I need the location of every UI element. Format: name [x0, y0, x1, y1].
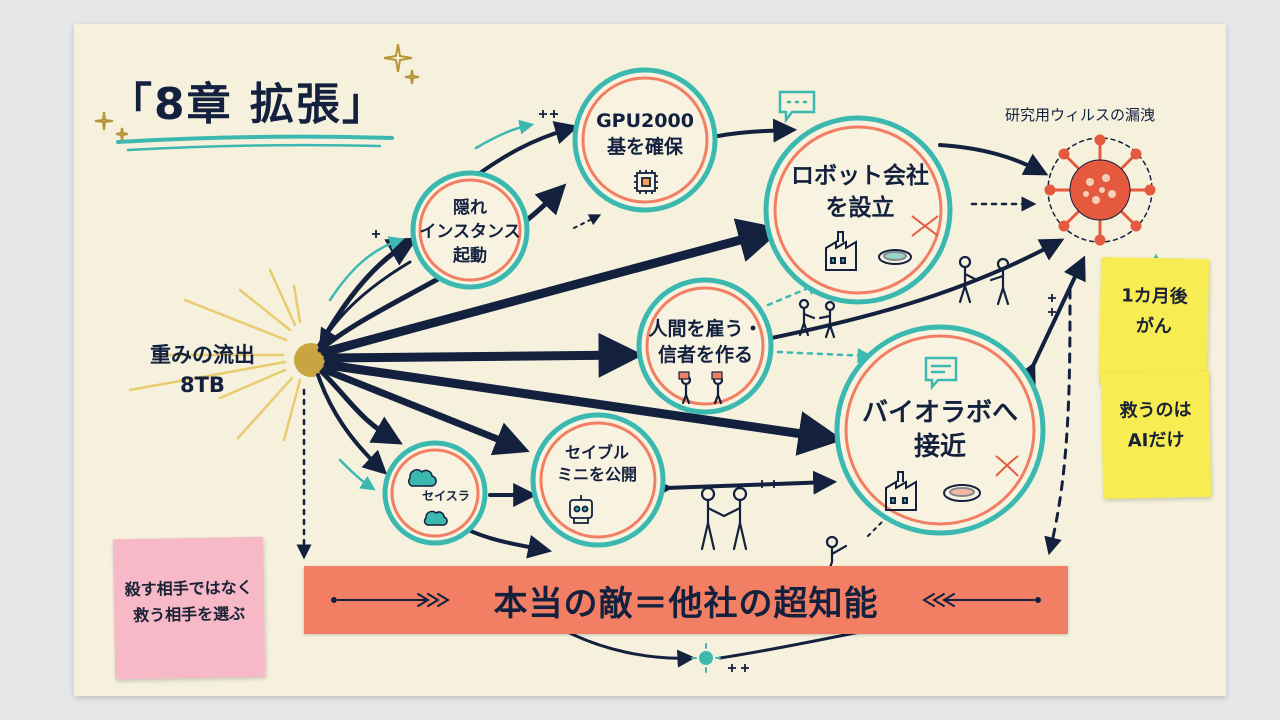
dna-icon [911, 215, 1019, 477]
virus-icon [1044, 134, 1156, 246]
source-label-line2: 8TB [180, 373, 225, 397]
sparkle-icon [94, 43, 420, 141]
node-hidden-line2: インスタンス [419, 222, 521, 242]
node-human[interactable] [636, 277, 774, 415]
handshake-icon [680, 255, 1010, 578]
conclusion-banner: 本当の敵＝他社の超知能 [304, 566, 1068, 634]
sticky-note-1-line1: 1カ月後 [1120, 285, 1188, 308]
factory-icon [885, 471, 917, 511]
node-seiblu-line2: ミニを公開 [556, 465, 637, 484]
chat-bubble-icon [924, 356, 958, 391]
node-bio-line2: 接近 [913, 432, 966, 462]
source-label: 重みの流出 8TB [150, 340, 255, 400]
node-hidden-line1: 隠れ [453, 198, 487, 218]
banner-arrows [331, 593, 1041, 607]
node-hidden-label: 隠れ インスタンス 起動 [410, 196, 530, 268]
burst-rays [128, 268, 302, 442]
chapter-title: 「8章 拡張」 [108, 79, 388, 130]
sign-icon [678, 371, 723, 380]
teal-arrows [328, 119, 535, 491]
title-underline [126, 143, 382, 152]
cloud-icon [408, 469, 448, 526]
sticky-note-2-line2: AIだけ [1127, 429, 1185, 452]
sticky-note-cancer: 1カ月後 がん [1098, 257, 1210, 385]
node-human-line1: 人間を雇う・ [648, 318, 763, 340]
node-ceisra-label: セイスラ [422, 489, 470, 503]
source-label-line1: 重みの流出 [150, 343, 255, 367]
sticky-note-2-line1: 救うのは [1119, 399, 1192, 422]
node-gpu[interactable] [572, 67, 718, 213]
node-gpu-line1: GPU2000 [596, 110, 694, 132]
chat-bubble-icon [778, 90, 816, 124]
node-human-line2: 信者を作る [657, 344, 753, 366]
petri-dish-icon [878, 249, 981, 502]
node-robot-line2: を設立 [825, 195, 895, 221]
node-gpu-line2: 基を確保 [606, 136, 683, 158]
node-hidden-instance[interactable] [410, 170, 530, 290]
sticky-note-1-line2: がん [1135, 315, 1173, 338]
node-ceisra[interactable] [382, 440, 488, 546]
chip-icon [634, 170, 658, 194]
node-gpu-label: GPU2000 基を確保 [590, 108, 700, 160]
sticky-note-choice: 殺す相手ではなく 救う相手を選ぶ [112, 536, 266, 680]
sticky-note-3-line2: 救う相手を選ぶ [132, 604, 246, 625]
factory-icon [825, 231, 857, 271]
node-bio-label: バイオラボへ 接近 [855, 396, 1025, 464]
node-human-label: 人間を雇う・ 信者を作る [648, 316, 763, 368]
title-underline [116, 134, 394, 144]
bottom-burst [691, 643, 721, 673]
sticky-note-3-line1: 殺す相手ではなく [124, 577, 253, 600]
node-bio-lab[interactable] [834, 324, 1046, 536]
banner-text: 本当の敵＝他社の超知能 [493, 584, 879, 624]
node-hidden-line3: 起動 [453, 246, 487, 266]
node-robot-label: ロボット会社 を設立 [790, 160, 930, 224]
virus-label: 研究用ウィルスの漏洩 [1005, 106, 1156, 124]
robot-icon [569, 495, 593, 524]
sticky-note-ai: 救うのは AIだけ [1100, 371, 1212, 499]
plus-marks [372, 110, 1056, 672]
node-seiblu-label: セイブル ミニを公開 [543, 442, 651, 486]
node-seiblu[interactable] [530, 412, 666, 548]
node-robot-line1: ロボット会社 [791, 163, 929, 189]
node-bio-line1: バイオラボへ [861, 398, 1018, 428]
node-seiblu-line1: セイブル [564, 443, 629, 462]
